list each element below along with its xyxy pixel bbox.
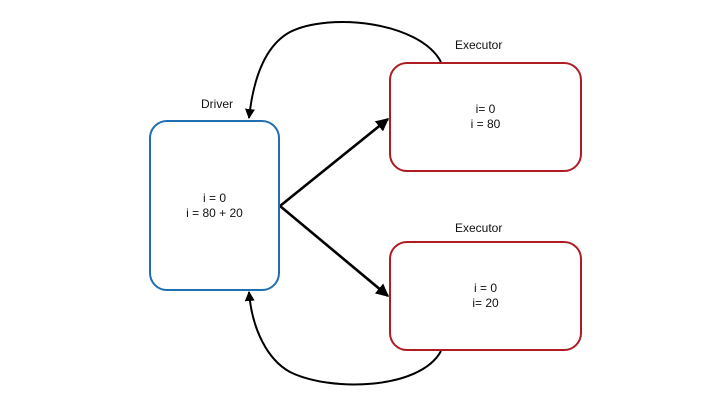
driver-line-2: i = 80 + 20 xyxy=(186,205,243,220)
executor-1-title: Executor xyxy=(455,38,503,52)
edge-executor-2-to-driver xyxy=(244,291,442,386)
executor-1-line-2: i = 80 xyxy=(470,117,501,131)
driver-title: Driver xyxy=(201,97,233,111)
driver-line-1: i = 0 xyxy=(202,190,226,205)
edge-driver-to-executor-2 xyxy=(279,205,389,297)
executor-2-line-2: i= 20 xyxy=(472,296,499,310)
edge-driver-to-executor-1 xyxy=(279,117,390,208)
executor-1-node: i= 0 i = 80 xyxy=(389,62,582,172)
edge-executor-1-to-driver xyxy=(245,21,442,119)
driver-node: i = 0 i = 80 + 20 xyxy=(149,120,280,291)
executor-2-line-1: i = 0 xyxy=(473,281,497,295)
executor-2-node: i = 0 i= 20 xyxy=(389,241,582,351)
executor-2-title: Executor xyxy=(455,221,503,235)
executor-1-line-1: i= 0 xyxy=(475,102,496,116)
